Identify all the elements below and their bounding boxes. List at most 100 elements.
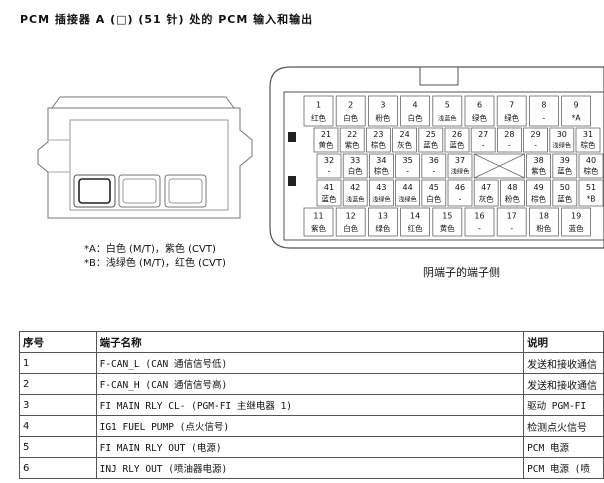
pin-wire-color: 浅蓝色 bbox=[346, 195, 365, 203]
pin-wire-color: *B bbox=[587, 194, 596, 203]
connector-pin: 3 粉色 bbox=[367, 95, 398, 127]
pin-wire-color: 绿色 bbox=[375, 223, 390, 233]
pin-wire-color: 白色 bbox=[348, 166, 363, 176]
pin-wire-color: 浅绿色 bbox=[451, 168, 470, 176]
cell-terminal-name: F-CAN_H (CAN 通信信号高) bbox=[95, 373, 525, 395]
pcm-unit-outline bbox=[37, 96, 253, 219]
connector-pin: 30 浅绿色 bbox=[549, 127, 575, 153]
cell-no: 1 bbox=[19, 352, 97, 374]
pin-number: 41 bbox=[324, 183, 334, 192]
connector-pin: 9*A bbox=[561, 95, 591, 127]
pin-wire-color: 浅绿色 bbox=[553, 142, 572, 150]
pin-wire-color: 粉色 bbox=[375, 113, 390, 123]
pin-number: 2 bbox=[348, 100, 353, 109]
cell-no: 6 bbox=[19, 457, 97, 479]
cell-no: 2 bbox=[19, 373, 97, 395]
pin-number: 5 bbox=[445, 100, 450, 109]
cell-no: 3 bbox=[19, 394, 97, 416]
pin-number: 44 bbox=[403, 183, 413, 192]
pin-wire-color: 蓝色 bbox=[557, 166, 572, 176]
note-a: *A：白色 (M/T)，紫色 (CVT) bbox=[84, 244, 216, 255]
pin-number: 48 bbox=[507, 183, 517, 192]
table-row: 3 FI MAIN RLY CL- (PGM-FI 主继电器 1) 驱动 PGM… bbox=[19, 394, 604, 416]
table-row: 4 IG1 FUEL PUMP (点火信号) 检测点火信号 bbox=[19, 415, 604, 437]
pin-wire-color: 红色 bbox=[408, 223, 423, 233]
pin-wire-color: - bbox=[508, 141, 511, 150]
pin-wire-color: 白色 bbox=[343, 223, 358, 233]
pin-wire-color: 红色 bbox=[311, 113, 326, 123]
pin-number: 51 bbox=[586, 183, 596, 192]
pin-number: 33 bbox=[350, 156, 360, 165]
pin-wire-color: 绿色 bbox=[472, 113, 487, 123]
pin-number: 26 bbox=[452, 130, 462, 139]
blocked-cavity bbox=[473, 153, 526, 179]
cell-description: PCM 电源 bbox=[523, 436, 604, 458]
pin-number: 7 bbox=[509, 100, 514, 109]
pin-number: 34 bbox=[376, 156, 386, 165]
pin-wire-color: - bbox=[482, 141, 485, 150]
pin-wire-color: 紫色 bbox=[311, 223, 326, 233]
connector-pin: 35- bbox=[395, 153, 421, 179]
table-header-row: 序号 端子名称 说明 bbox=[19, 331, 604, 353]
connector-pin: 36- bbox=[421, 153, 447, 179]
cell-description: 驱动 PGM-FI bbox=[523, 394, 604, 416]
pin-wire-color: 浅蓝色 bbox=[438, 115, 457, 123]
connector-pin: 5 浅蓝色 bbox=[432, 95, 463, 127]
pin-wire-color: 白色 bbox=[343, 113, 358, 123]
pin-wire-color: 浅绿色 bbox=[398, 195, 417, 203]
table-row: 6 INJ RLY OUT (喷油器电源) PCM 电源 (喷 bbox=[19, 457, 604, 479]
connector-pin: 46- bbox=[447, 179, 473, 207]
pin-number: 13 bbox=[378, 212, 388, 221]
pin-number: 6 bbox=[477, 100, 482, 109]
pin-wire-color: 黄色 bbox=[319, 140, 334, 150]
cell-no: 5 bbox=[19, 436, 97, 458]
pin-number: 17 bbox=[507, 212, 517, 221]
pin-number: 16 bbox=[474, 212, 484, 221]
pin-wire-color: 浅绿色 bbox=[372, 195, 391, 203]
connector-pins: 1红色2白色3粉色4白色5浅蓝色6绿色7绿色8-9*A21黄色22紫色23棕色2… bbox=[303, 95, 604, 237]
pin-wire-color: 灰色 bbox=[479, 193, 494, 203]
page-title: PCM 插接器 A (□) (51 针) 处的 PCM 输入和输出 bbox=[20, 13, 314, 26]
pin-wire-color: 棕色 bbox=[581, 140, 596, 150]
connector-pin: 28- bbox=[496, 127, 522, 153]
pin-wire-color: 蓝色 bbox=[450, 140, 465, 150]
connector-pin: 13 绿色 bbox=[367, 207, 398, 237]
cell-description: 检测点火信号 bbox=[523, 415, 604, 437]
cell-description: 发送和接收通信 bbox=[523, 352, 604, 374]
pin-wire-color: 棕色 bbox=[371, 140, 386, 150]
pin-wire-color: 白色 bbox=[426, 193, 441, 203]
connector-pin: 42 浅蓝色 bbox=[342, 179, 368, 207]
pin-number: 19 bbox=[571, 212, 581, 221]
pin-wire-color: 蓝色 bbox=[423, 140, 438, 150]
connector-pin: 4白色 bbox=[400, 95, 431, 127]
pin-number: 30 bbox=[557, 130, 567, 139]
pin-number: 11 bbox=[313, 212, 323, 221]
pin-number: 9 bbox=[574, 100, 579, 109]
pin-number: 49 bbox=[534, 183, 544, 192]
pin-wire-color: 棕色 bbox=[374, 166, 389, 176]
pin-number: 42 bbox=[350, 183, 360, 192]
connector-pin: 32- bbox=[316, 153, 342, 179]
connector-pin: 2 白色 bbox=[335, 95, 366, 127]
pin-number: 21 bbox=[321, 130, 331, 139]
pin-number: 32 bbox=[324, 156, 334, 165]
pin-wire-color: 黄色 bbox=[440, 223, 455, 233]
pin-number: 29 bbox=[531, 130, 541, 139]
pin-number: 3 bbox=[380, 100, 385, 109]
connector-face bbox=[269, 66, 604, 249]
connector-pin: 1红色 bbox=[303, 95, 334, 127]
